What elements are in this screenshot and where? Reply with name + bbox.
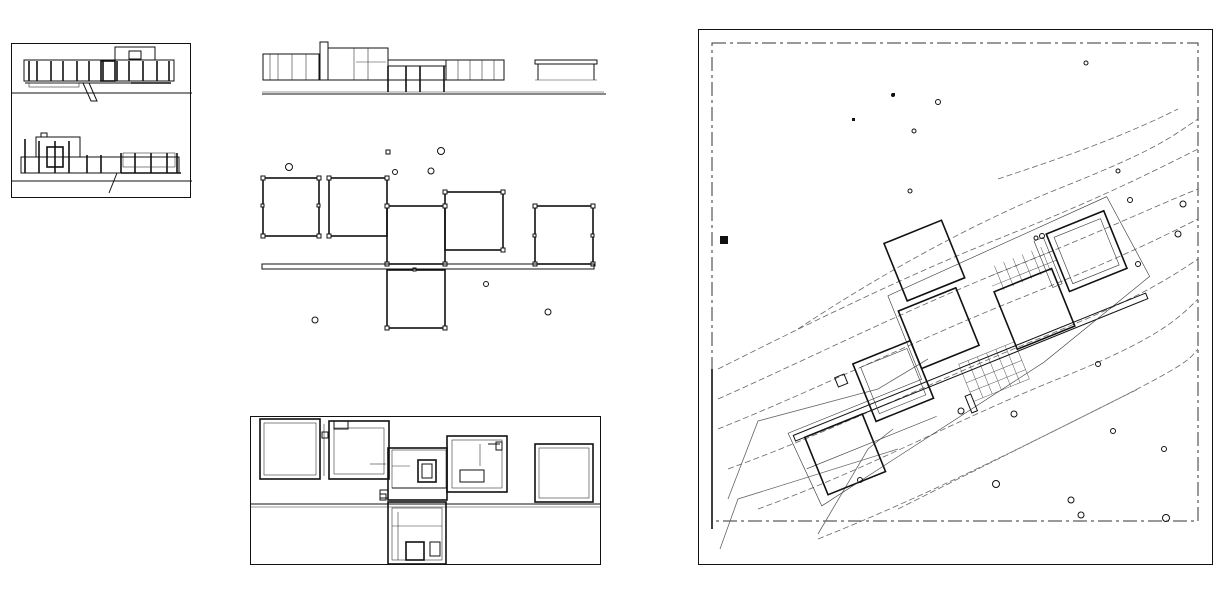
floor-plan-pavilion-5 <box>534 443 594 503</box>
site-walkway <box>792 292 1149 442</box>
floor-plan-panel <box>250 416 602 566</box>
tree-markers <box>285 147 552 324</box>
thumbnail-upper-elevation <box>11 46 192 102</box>
elevations-thumbnail-drawing <box>11 43 192 198</box>
site-pavilion <box>1045 209 1129 293</box>
site-trees <box>857 60 1187 522</box>
site-building-group <box>787 196 1151 507</box>
structural-grid-drawing <box>260 147 596 331</box>
thumbnail-lower-elevation <box>11 132 192 194</box>
site-plan-panel <box>698 29 1214 566</box>
thumbnail-frame <box>11 43 191 198</box>
floor-plan-drawing <box>250 416 601 565</box>
column-markers <box>260 175 596 331</box>
floor-plan-core <box>379 447 448 501</box>
site-plan-frame <box>698 29 1213 565</box>
south-elevation-panel <box>258 40 608 100</box>
floor-plan-pavilion-4 <box>446 435 508 493</box>
covered-walkway <box>261 263 595 270</box>
grid-squares <box>262 177 594 329</box>
site-pavilion <box>882 219 966 303</box>
site-pavilion <box>993 267 1076 351</box>
site-pavilion <box>897 286 981 370</box>
structural-grid-plan-panel <box>255 140 605 335</box>
site-markers <box>720 93 895 244</box>
elevation-pavilion <box>387 59 447 81</box>
site-plan-drawing <box>698 29 1213 565</box>
elevation-pavilion <box>262 53 320 81</box>
floor-plan-pavilion-1 <box>259 418 325 480</box>
elevation-pavilion <box>327 47 389 81</box>
contour-lines <box>717 108 1199 540</box>
site-pavilion <box>851 339 935 423</box>
elevations-thumbnail-panel <box>11 43 192 199</box>
elevation-pavilion <box>445 59 505 81</box>
floor-plan-frame <box>250 416 601 565</box>
elevation-carport <box>534 59 598 65</box>
drive <box>719 358 929 550</box>
elevation-chimney <box>319 41 329 81</box>
floor-plan-pavilion-south <box>379 493 447 565</box>
floor-plan-pavilion-2 <box>321 420 390 480</box>
south-elevation-drawing <box>262 41 606 95</box>
property-line <box>711 42 1199 522</box>
